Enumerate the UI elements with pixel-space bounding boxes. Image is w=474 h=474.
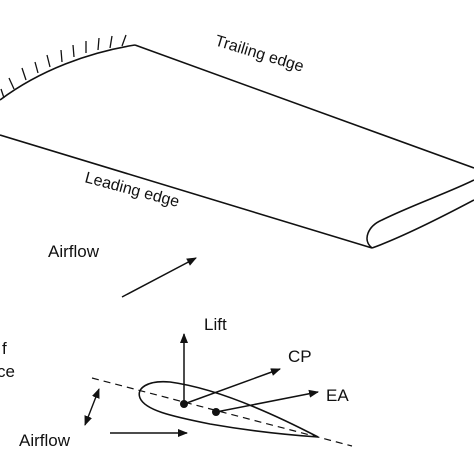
- wing-tip-section: [366, 179, 474, 249]
- chord-dashed-line: [91, 377, 353, 447]
- airflow-bottom-label: Airflow: [19, 431, 71, 450]
- ea-label: EA: [326, 386, 349, 405]
- cp-arrow: [183, 368, 281, 405]
- cp-point: [180, 400, 188, 408]
- cp-label: CP: [288, 347, 312, 366]
- ea-point: [212, 408, 220, 416]
- airflow-top-label: Airflow: [48, 242, 100, 261]
- cut-off-label-line2: ce: [0, 362, 15, 381]
- cut-off-label-line1: f: [2, 339, 7, 358]
- airfoil-outline: [138, 380, 319, 438]
- wall-hatching: [0, 34, 127, 99]
- leading-edge-line: [0, 134, 373, 249]
- wing-body: [0, 44, 474, 249]
- lift-label: Lift: [204, 315, 227, 334]
- airflow-top-arrow: [121, 257, 197, 298]
- angle-double-arrow: [84, 388, 100, 426]
- trailing-edge-line: [134, 44, 474, 169]
- airfoil-section: [91, 377, 353, 447]
- wing-root-edge: [0, 44, 136, 101]
- trailing-edge-label: Trailing edge: [213, 33, 306, 76]
- wing-tip-lower: [371, 199, 474, 249]
- ea-arrow: [215, 389, 319, 413]
